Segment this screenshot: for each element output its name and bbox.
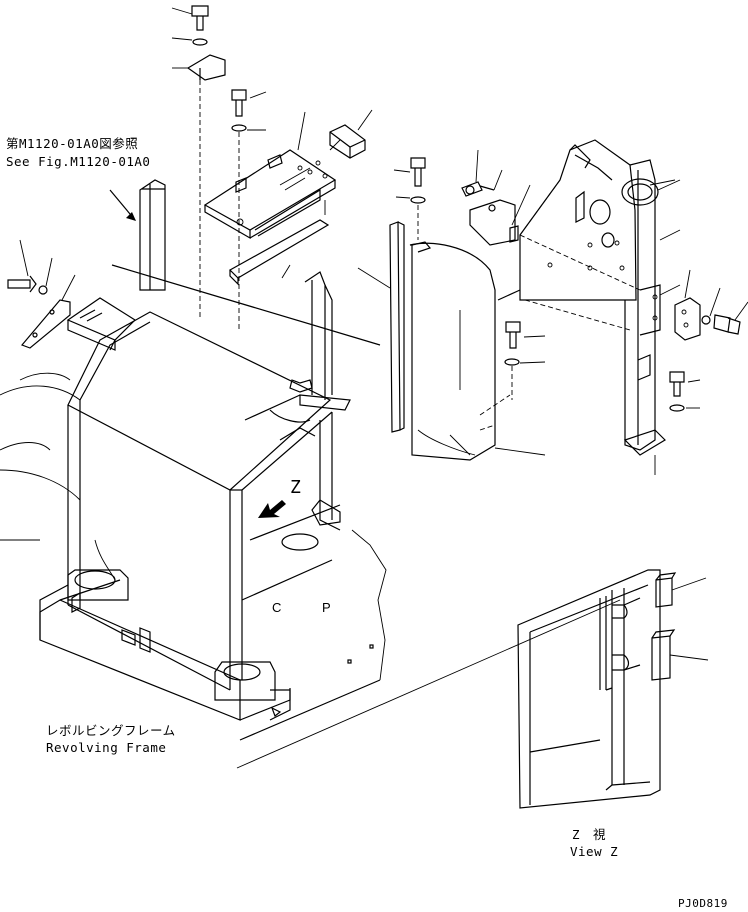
revolving-frame-label-en: Revolving Frame (46, 740, 167, 755)
upright-bracket (109, 179, 381, 346)
lower-right-bolt (669, 371, 701, 412)
seal-strip (229, 219, 330, 286)
revolving-frame-base (0, 372, 621, 769)
view-z-title-jp: Z 視 (572, 827, 607, 842)
view-z-arrow (258, 500, 286, 518)
left-side-bracket (7, 239, 76, 349)
mount-holes: C P (39, 533, 374, 721)
reference-label-en: See Fig.M1120-01A0 (6, 154, 151, 169)
grommet-ring (621, 178, 681, 206)
rubber-block (329, 109, 373, 159)
reference-label-jp: 第M1120-01A0図参照 (6, 136, 139, 151)
svg-text:C: C (272, 600, 281, 615)
top-bolt-group (171, 5, 267, 330)
right-cover-panel (409, 241, 546, 461)
support-pipe (299, 271, 351, 526)
view-z-title-en: View Z (570, 844, 619, 859)
view-z-detail (517, 569, 709, 809)
svg-text:P: P (322, 600, 331, 615)
view-z-marker: Z (290, 477, 302, 498)
radiator-guard-box (67, 311, 341, 691)
support-plate (203, 111, 341, 240)
tall-seal-bar (357, 221, 405, 433)
top-plate (66, 297, 136, 351)
side-frame (497, 139, 681, 475)
drawing-code: PJ0D819 (678, 897, 728, 910)
right-hinge (674, 269, 748, 341)
hinge-bracket (461, 149, 531, 246)
right-bolt-group (393, 157, 546, 400)
revolving-frame-label-jp: レボルビングフレーム (46, 723, 176, 738)
